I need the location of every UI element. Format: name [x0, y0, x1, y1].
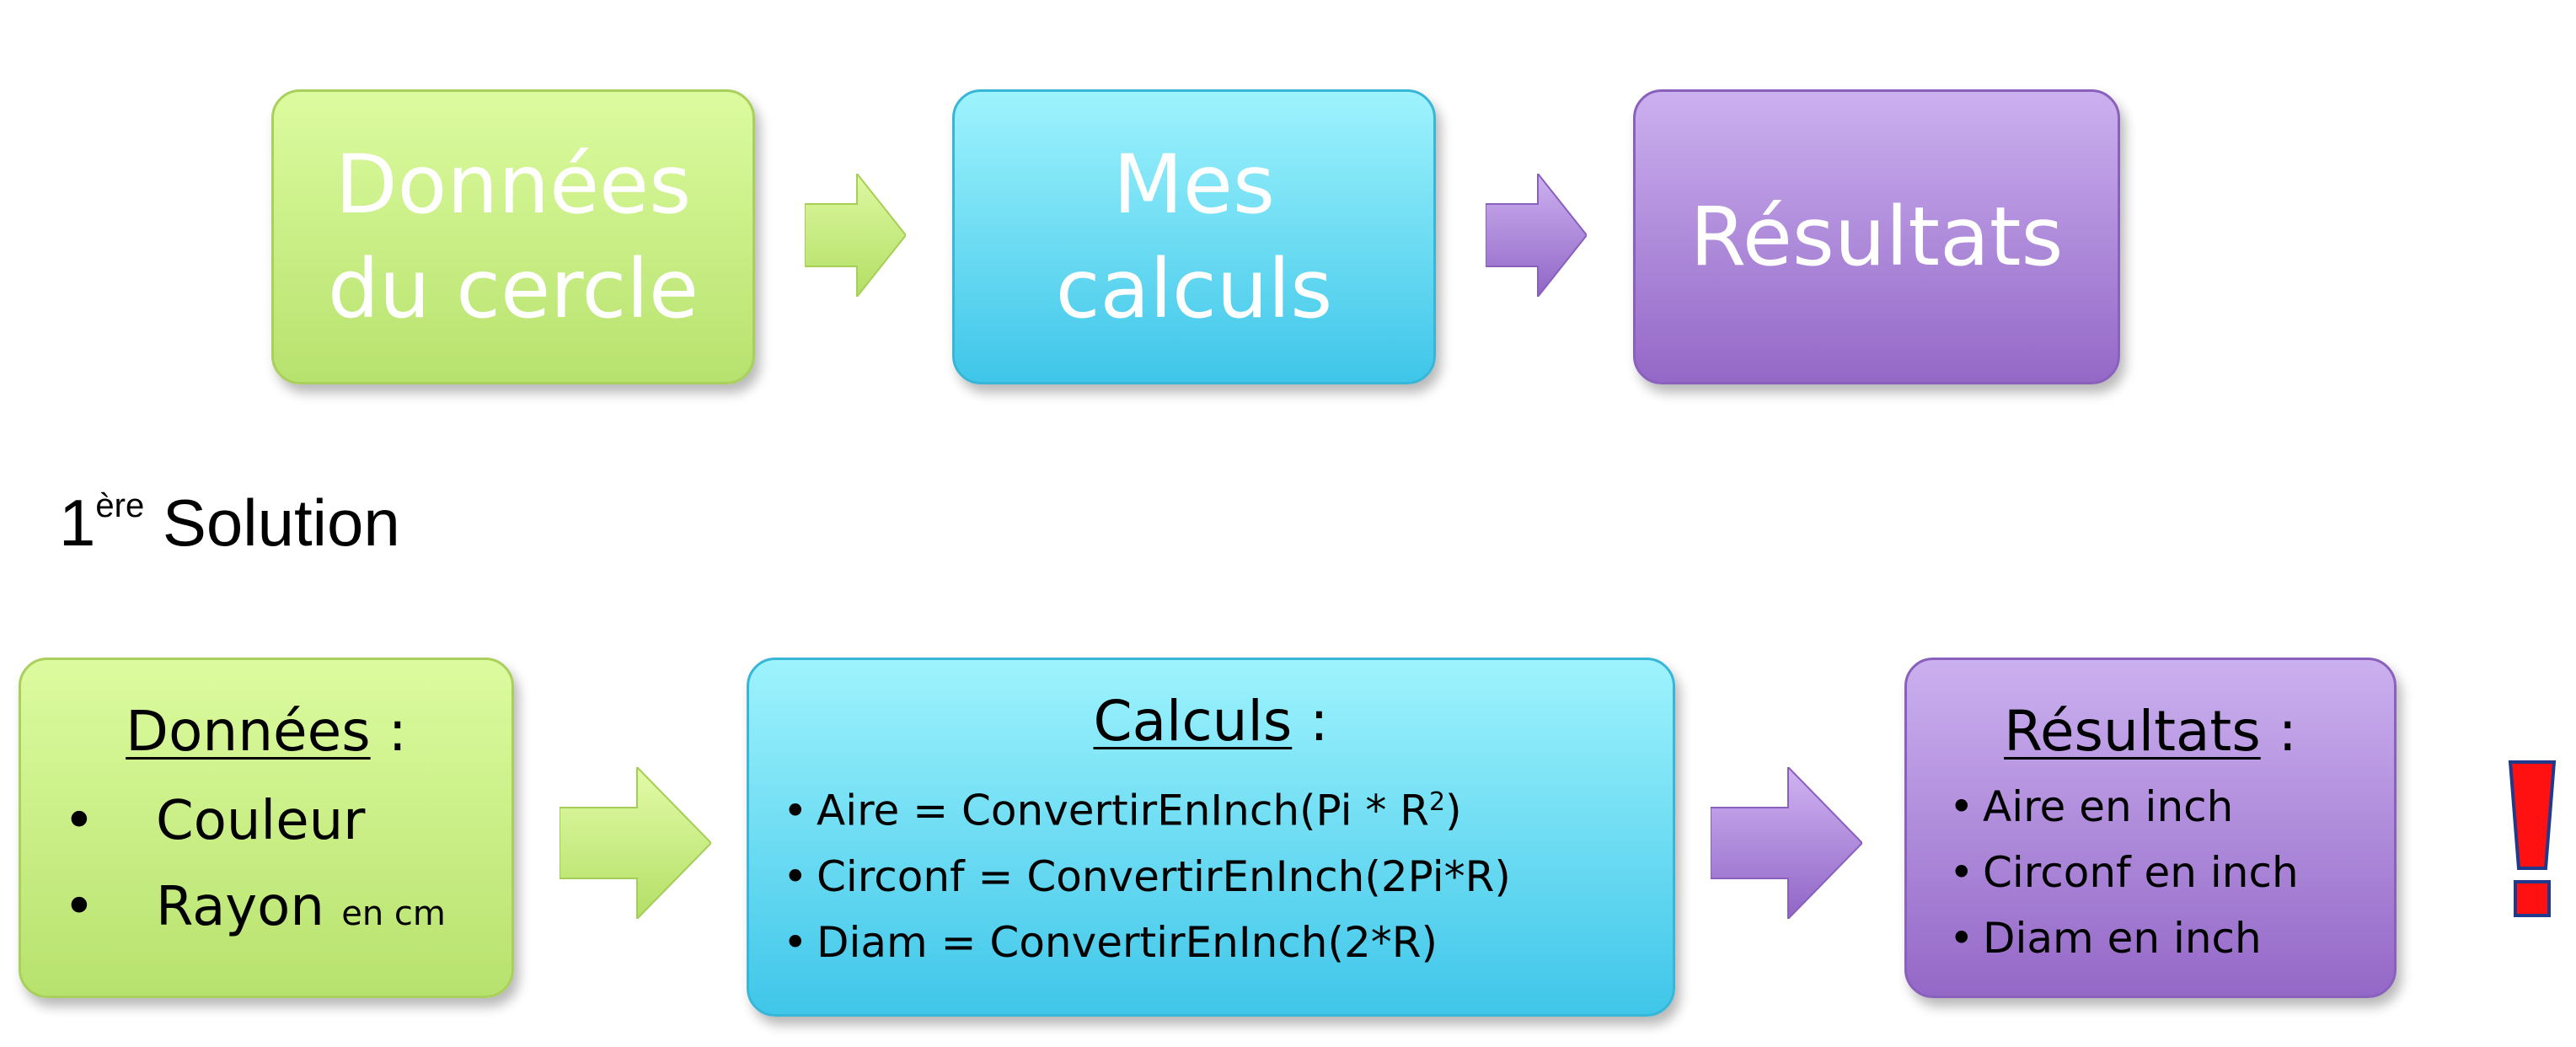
solution-text: Solution [162, 486, 400, 560]
list-item: • Rayon en cm [63, 864, 446, 957]
resultats-box: Résultats [1633, 89, 2120, 384]
calculs-title-suffix: : [1292, 689, 1329, 754]
donnees-list: • Couleur • Rayon en cm [63, 778, 446, 957]
donnees-title: Données : [21, 699, 511, 764]
box-text-line: Mes [1113, 137, 1275, 232]
box-text-line: du cercle [327, 242, 699, 336]
bullet: • [63, 876, 95, 938]
resultats-list: •Aire en inch •Circonf en inch •Diam en … [1949, 774, 2299, 971]
exclamation-mark-icon [2498, 759, 2566, 919]
list-item: •Diam en inch [1949, 905, 2299, 971]
right-arrow-icon [1486, 174, 1587, 297]
formula-text: Circonf = ConvertirEnInch(2Pi*R) [817, 851, 1511, 901]
right-arrow-icon [805, 174, 906, 297]
calculs-title-text: Calculs [1093, 689, 1293, 754]
list-item: •Circonf = ConvertirEnInch(2Pi*R) [783, 844, 1511, 910]
resultats-title-text: Résultats [2004, 699, 2261, 764]
list-item: •Aire en inch [1949, 774, 2299, 840]
right-arrow-icon [1711, 767, 1862, 919]
formula-text: Diam = ConvertirEnInch(2*R) [817, 917, 1438, 967]
bullet: • [783, 786, 808, 835]
box-text-line: calculs [1055, 242, 1333, 336]
item-label: Couleur [156, 790, 366, 852]
resultats-title-suffix: : [2260, 699, 2297, 764]
formula-text: Aire = ConvertirEnInch(Pi * R [817, 786, 1430, 835]
resultats-detail-box: Résultats : •Aire en inch •Circonf en in… [1904, 658, 2397, 998]
result-text: Aire en inch [1983, 782, 2234, 831]
formula-end: ) [1445, 786, 1462, 835]
solution-heading: 1ère Solution [59, 485, 400, 561]
donnees-du-cercle-box: Données du cercle [271, 89, 755, 384]
list-item: • Couleur [63, 778, 446, 864]
box-text-line: Données [335, 137, 692, 232]
donnees-detail-box: Données : • Couleur • Rayon en cm [19, 658, 514, 998]
item-unit: en cm [341, 894, 446, 933]
box-text-line: Résultats [1690, 190, 2064, 284]
calculs-title: Calculs : [749, 689, 1673, 754]
list-item: •Diam = ConvertirEnInch(2*R) [783, 910, 1511, 975]
bullet: • [1949, 914, 1974, 963]
result-text: Diam en inch [1983, 914, 2262, 963]
donnees-title-text: Données [126, 699, 371, 764]
solution-superscript: ère [95, 487, 145, 524]
list-item: •Circonf en inch [1949, 840, 2299, 905]
formula-superscript: 2 [1429, 787, 1446, 817]
calculs-detail-box: Calculs : •Aire = ConvertirEnInch(Pi * R… [747, 658, 1675, 1017]
right-arrow-icon [560, 767, 711, 919]
calculs-list: •Aire = ConvertirEnInch(Pi * R2) •Circon… [783, 770, 1511, 975]
bullet: • [783, 851, 808, 901]
item-label: Rayon [156, 876, 324, 938]
result-text: Circonf en inch [1983, 848, 2299, 897]
bullet: • [1949, 848, 1974, 897]
bullet: • [63, 790, 95, 852]
resultats-title: Résultats : [1907, 699, 2394, 764]
bullet: • [1949, 782, 1974, 831]
donnees-title-suffix: : [370, 699, 407, 764]
mes-calculs-box: Mes calculs [952, 89, 1436, 384]
solution-number: 1 [59, 486, 96, 560]
list-item: •Aire = ConvertirEnInch(Pi * R2) [783, 770, 1511, 844]
bullet: • [783, 917, 808, 967]
